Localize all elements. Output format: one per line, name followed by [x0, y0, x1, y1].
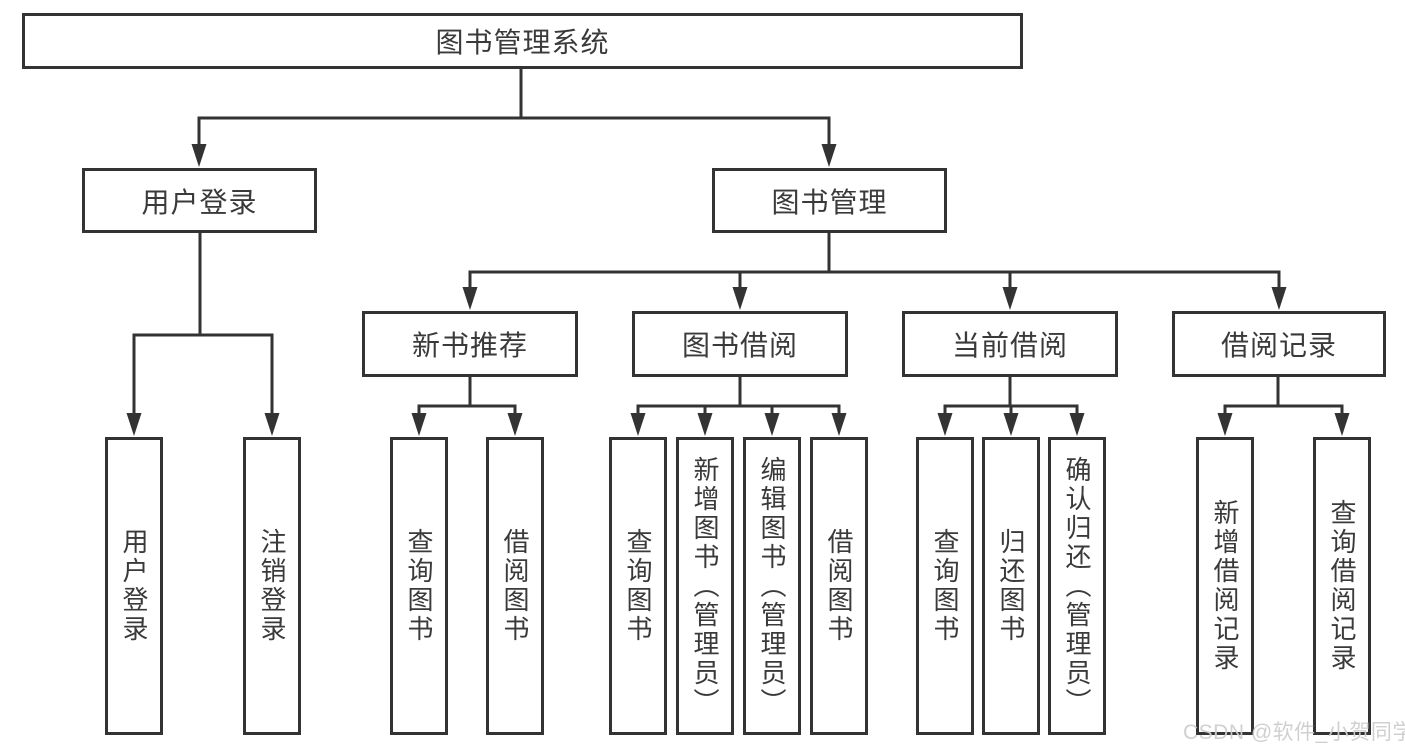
node-user-login: 用户登录 — [82, 168, 317, 233]
arrowheads-level2 — [191, 144, 837, 167]
arrowheads-new-books — [411, 413, 523, 436]
node-book-borrowing: 图书借阅 — [632, 311, 848, 377]
arrowheads-borrow-records — [1217, 413, 1350, 436]
node-borrowing-records: 借阅记录 — [1172, 311, 1386, 377]
node-label: 新书推荐 — [411, 330, 528, 361]
node-label: 编辑图书（管理员） — [757, 455, 787, 717]
node-label: 查询借阅记录 — [1327, 499, 1357, 673]
node-label: 用户登录 — [141, 186, 258, 218]
arrowheads-user-login — [126, 413, 280, 436]
node-label: 当前借阅 — [951, 330, 1068, 361]
csdn-watermark: CSDN @软件_小贺同学 — [1183, 721, 1405, 744]
leaf-edit-books-admin: 编辑图书（管理员） — [743, 437, 801, 735]
node-label: 借阅图书 — [500, 528, 530, 644]
node-new-book-recommendation: 新书推荐 — [362, 311, 578, 377]
connector-borrow-records-group — [1223, 376, 1344, 420]
arrowheads-book-borrow — [630, 413, 847, 436]
node-label: 图书借阅 — [681, 330, 798, 361]
node-label: 确认归还（管理员） — [1062, 455, 1092, 717]
leaf-borrow-books: 借阅图书 — [810, 437, 868, 735]
connector-user-login-to-leaves — [132, 233, 274, 420]
connector-book-mgmt-to-level3 — [468, 233, 1281, 295]
leaf-user-login: 用户登录 — [105, 437, 163, 735]
node-library-management-system: 图书管理系统 — [22, 13, 1023, 69]
node-label: 查询图书 — [404, 528, 434, 644]
arrowheads-current-borrow — [937, 413, 1085, 436]
node-current-borrowing: 当前借阅 — [902, 311, 1118, 377]
node-label: 图书管理系统 — [435, 27, 610, 58]
node-label: 查询图书 — [930, 528, 960, 644]
arrowheads-level3 — [462, 287, 1287, 310]
connector-book-borrow-group — [636, 377, 841, 420]
leaf-confirm-return-admin: 确认归还（管理员） — [1048, 437, 1106, 735]
leaf-borrow-books-recommend: 借阅图书 — [486, 437, 544, 735]
node-label: 注销登录 — [257, 528, 287, 644]
leaf-query-books-current: 查询图书 — [916, 437, 974, 735]
node-label: 借阅图书 — [824, 528, 854, 644]
node-label: 用户登录 — [119, 528, 149, 644]
node-book-management: 图书管理 — [712, 168, 947, 233]
node-label: 图书管理 — [771, 186, 888, 218]
leaf-return-books: 归还图书 — [982, 437, 1040, 735]
node-label: 新增借阅记录 — [1210, 499, 1240, 673]
node-label: 借阅记录 — [1220, 330, 1337, 361]
leaf-logout: 注销登录 — [243, 437, 301, 735]
leaf-query-books-recommend: 查询图书 — [390, 437, 448, 735]
node-label: 查询图书 — [623, 528, 653, 644]
connector-new-books-group — [417, 377, 517, 420]
leaf-query-borrow-record: 查询借阅记录 — [1313, 437, 1371, 735]
node-label: 归还图书 — [996, 528, 1026, 644]
node-label: 新增图书（管理员） — [690, 455, 720, 717]
leaf-add-borrow-record: 新增借阅记录 — [1196, 437, 1254, 735]
leaf-add-books-admin: 新增图书（管理员） — [676, 437, 734, 735]
leaf-query-books-borrow: 查询图书 — [609, 437, 667, 735]
connector-root-to-level2 — [197, 69, 831, 150]
